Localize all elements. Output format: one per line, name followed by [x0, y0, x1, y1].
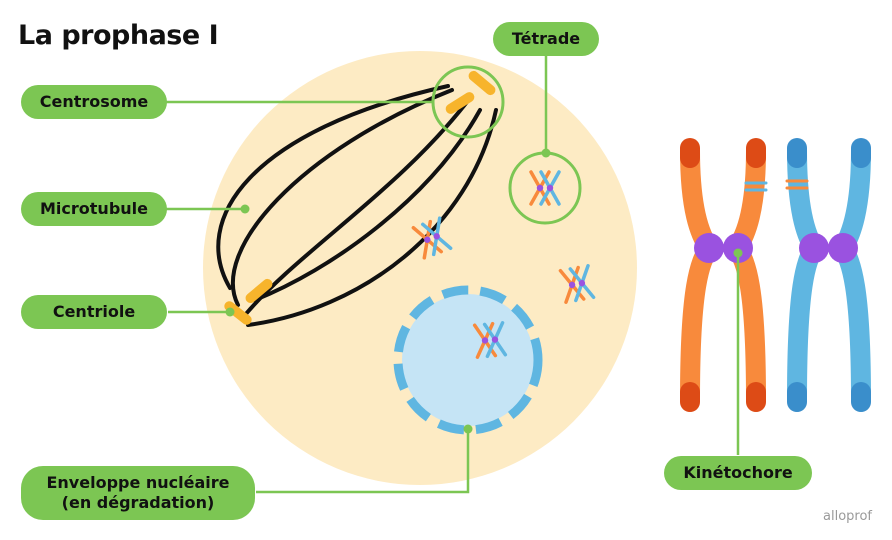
- microtubules: [216, 84, 498, 327]
- nuclear-envelope: [393, 285, 543, 435]
- nucleus: [393, 285, 543, 435]
- label-centriole: Centriole: [21, 295, 167, 329]
- label-centrosome-text: Centrosome: [39, 92, 149, 111]
- label-kinetochore: Kinétochore: [664, 456, 812, 490]
- label-centriole-text: Centriole: [52, 302, 136, 321]
- chromosome-orange: [680, 138, 768, 412]
- label-centrosome: Centrosome: [21, 85, 167, 119]
- label-tetrade: Tétrade: [493, 22, 599, 56]
- label-kinetochore-text: Kinétochore: [683, 463, 793, 482]
- cytoplasm: [203, 51, 637, 485]
- leader-lines: [166, 55, 740, 494]
- label-envelope-line2: (en dégradation): [61, 493, 215, 512]
- alloprof-watermark: alloprof: [823, 509, 872, 524]
- centrioles-bottom: [224, 278, 273, 325]
- label-envelope-line1: Enveloppe nucléaire: [46, 473, 230, 492]
- label-nuclear-envelope: Enveloppe nucléaire (en dégradation): [21, 466, 255, 520]
- leader-dots: [225, 148, 743, 434]
- centromeres: [694, 233, 858, 263]
- label-microtubule: Microtubule: [21, 192, 167, 226]
- chromosome-blue: [785, 138, 871, 412]
- label-microtubule-text: Microtubule: [40, 199, 148, 218]
- page-title: La prophase I: [18, 20, 219, 51]
- label-tetrade-text: Tétrade: [511, 29, 581, 48]
